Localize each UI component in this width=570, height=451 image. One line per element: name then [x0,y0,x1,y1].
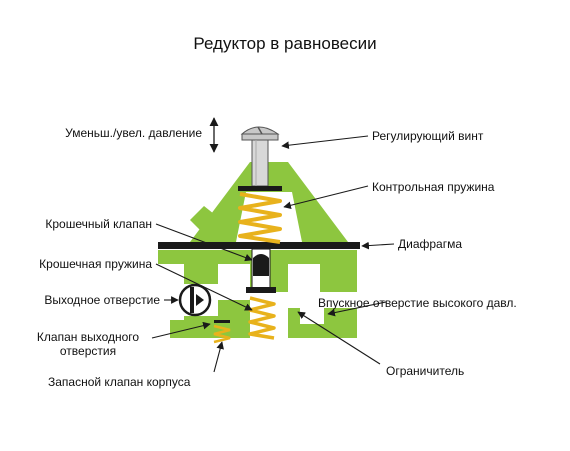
label-pressure-adjust: Уменьш./увел. давление [65,126,202,140]
crumb-valve [246,248,276,293]
label-outlet: Выходное отверстие [44,293,160,307]
label-inlet: Впускное отверстие высокого давл. [318,296,517,310]
label-control-spring: Контрольная пружина [372,180,495,194]
label-body-relief-valve: Запасной клапан корпуса [48,375,191,389]
label-limiter: Ограничитель [386,364,465,378]
control-spring [238,186,282,244]
label-crumb-valve: Крошечный клапан [45,217,152,231]
label-crumb-spring: Крошечная пружина [39,257,152,271]
diaphragm-plate [158,242,360,249]
label-outlet-valve-line2: отверстия [59,344,117,358]
label-adjust-screw: Регулирующий винт [372,129,484,143]
label-outlet-valve: Клапан выходного отверстия [26,330,150,358]
leader-lines [151,135,395,373]
crumb-spring [248,296,276,340]
bonnet-left-lip [190,206,214,230]
outlet-valve-ball [178,283,212,317]
diagram-title: Редуктор в равновесии [193,34,377,53]
body-relief-valve [213,320,231,344]
label-diaphragm: Диафрагма [398,237,463,251]
bonnet [190,162,348,242]
label-outlet-valve-line1: Клапан выходного [36,330,140,344]
inlet-block [300,308,324,324]
